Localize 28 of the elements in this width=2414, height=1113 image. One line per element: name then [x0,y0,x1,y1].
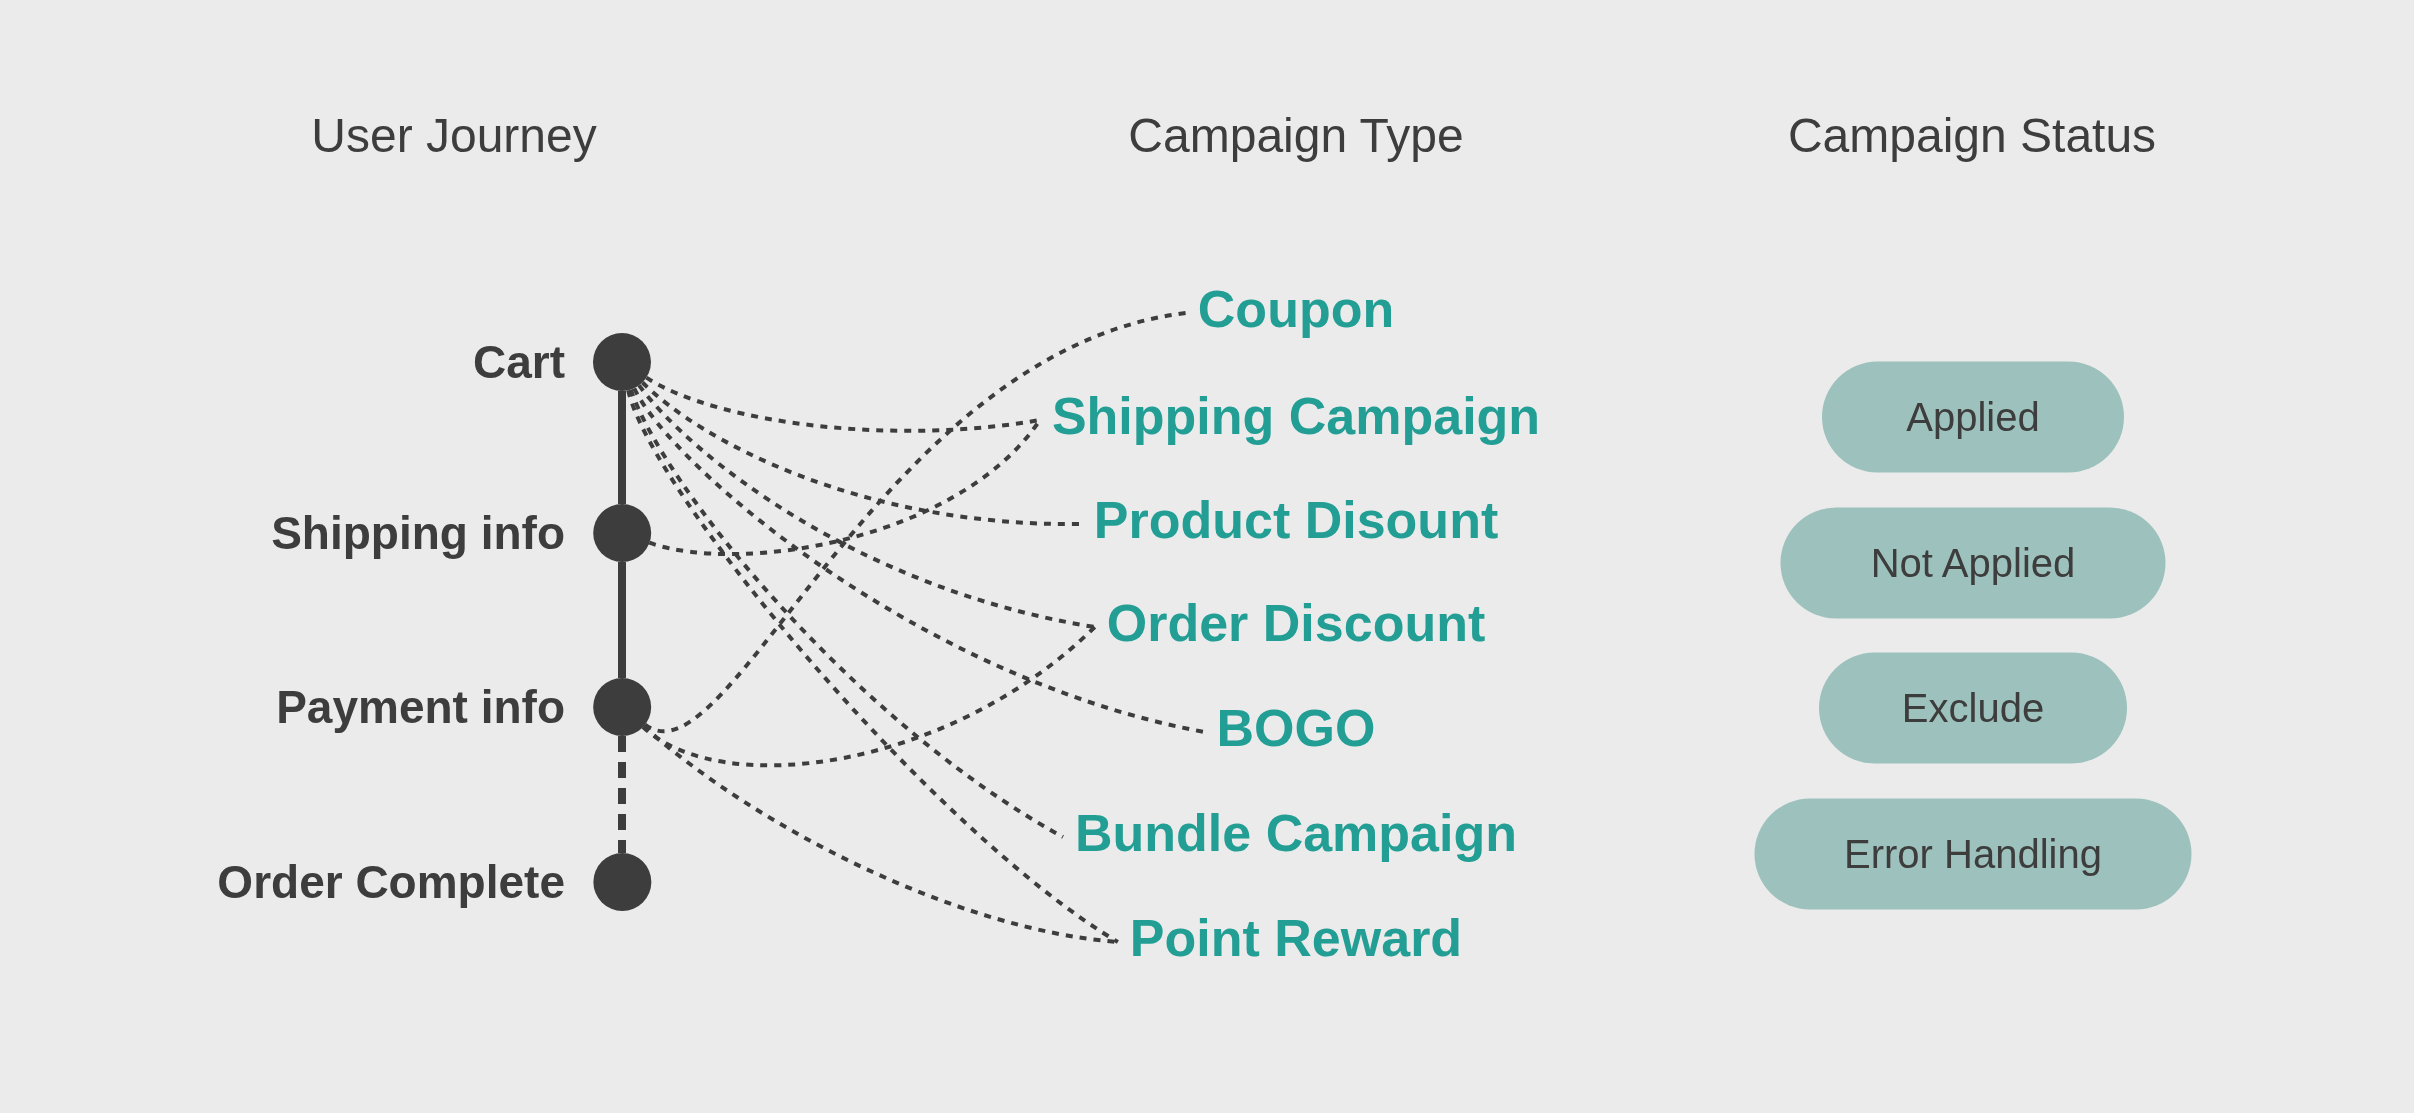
column-heading: Campaign Type [1128,107,1464,163]
column-heading: Campaign Status [1787,107,2157,163]
status-pill: Applied [1822,361,2124,473]
column-heading: User Journey [311,107,597,163]
journey-step-label: Order Complete [217,855,565,909]
timeline-line [618,736,626,853]
campaign-type-label: BOGO [1216,698,1376,758]
dotted-connector [637,384,1096,629]
dotted-connector [644,311,1187,733]
campaign-type-label: Shipping Campaign [1051,386,1541,446]
campaign-type-label: Product Disount [1093,490,1499,550]
timeline-line [618,562,626,678]
dotted-connector [626,389,1119,944]
status-pill: Exclude [1819,652,2127,764]
campaign-type-label: Bundle Campaign [1075,803,1517,863]
journey-step-label: Payment info [276,680,565,734]
campaign-type-label: Order Discount [1106,593,1486,653]
timeline-line [618,391,626,504]
journey-step-label: Cart [472,335,565,389]
campaign-type-label: Coupon [1197,279,1395,339]
status-pill: Error Handling [1754,798,2192,910]
dotted-connector [632,387,1205,734]
campaign-type-label: Point Reward [1129,908,1463,968]
dotted-connector [629,388,1064,839]
dotted-connector [641,625,1097,768]
dotted-connector [641,381,1082,526]
journey-step-label: Shipping info [271,506,565,560]
status-pill: Not Applied [1780,507,2166,619]
